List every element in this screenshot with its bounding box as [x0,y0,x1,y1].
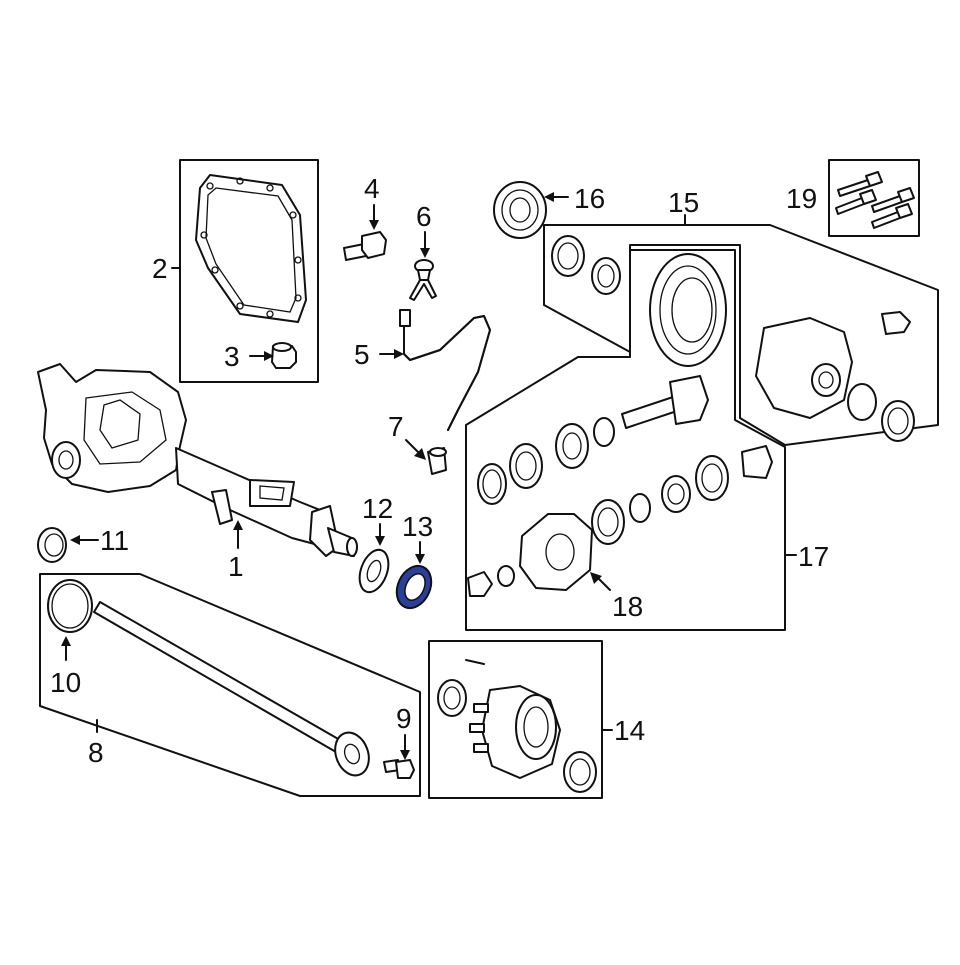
callout-15: 15 [668,187,699,218]
group-box-8 [39,573,421,797]
thrust-washer [358,548,390,594]
axle-housing [37,363,358,557]
vent-tube [399,309,491,431]
leader-lines [61,192,611,760]
group-box-15 [543,214,939,446]
callout-8: 8 [88,737,104,768]
group-box-17 [465,249,797,631]
callout-7: 7 [388,411,404,442]
drive-pinion [621,375,709,429]
callout-13: 13 [402,511,433,542]
ring-gear-bolts [835,171,915,229]
axle-shaft [93,601,370,777]
carrier-bearing-race [551,235,621,295]
callout-10: 10 [50,667,81,698]
axle-bearing [37,527,67,563]
callout-18: 18 [612,591,643,622]
callout-11: 11 [100,525,129,556]
callout-12: 12 [362,493,393,524]
callout-19: 19 [786,183,817,214]
cover-gasket [195,174,307,323]
callout-14: 14 [614,715,645,746]
pinion-bearing [493,181,547,239]
callout-2: 2 [152,253,168,284]
wheel-hub-assembly [437,659,597,793]
shaft-o-ring [47,579,93,633]
group-box-14 [428,640,613,799]
callout-4: 4 [364,173,380,204]
callout-9: 9 [396,703,412,734]
axle-shaft-seal [395,564,433,610]
shaft-bolt [383,759,415,779]
ring-gear [649,253,727,367]
callout-17: 17 [798,541,829,572]
pinion-flange [467,513,593,597]
callout-6: 6 [416,201,432,232]
callout-5: 5 [354,339,370,370]
group-box-19 [828,159,920,237]
group-box-2 [171,159,319,383]
callout-16: 16 [574,183,605,214]
callout-labels: 1 2 3 4 5 6 7 8 9 10 11 12 13 14 15 16 1… [50,173,829,768]
fill-plug [271,342,297,369]
vent-fitting [409,259,437,301]
callout-1: 1 [228,551,244,582]
differential-case [755,311,915,442]
vent-connector [427,447,447,475]
pinion-shims-bearings [477,417,773,545]
callout-3: 3 [224,341,240,372]
cover-bolt [343,231,387,261]
